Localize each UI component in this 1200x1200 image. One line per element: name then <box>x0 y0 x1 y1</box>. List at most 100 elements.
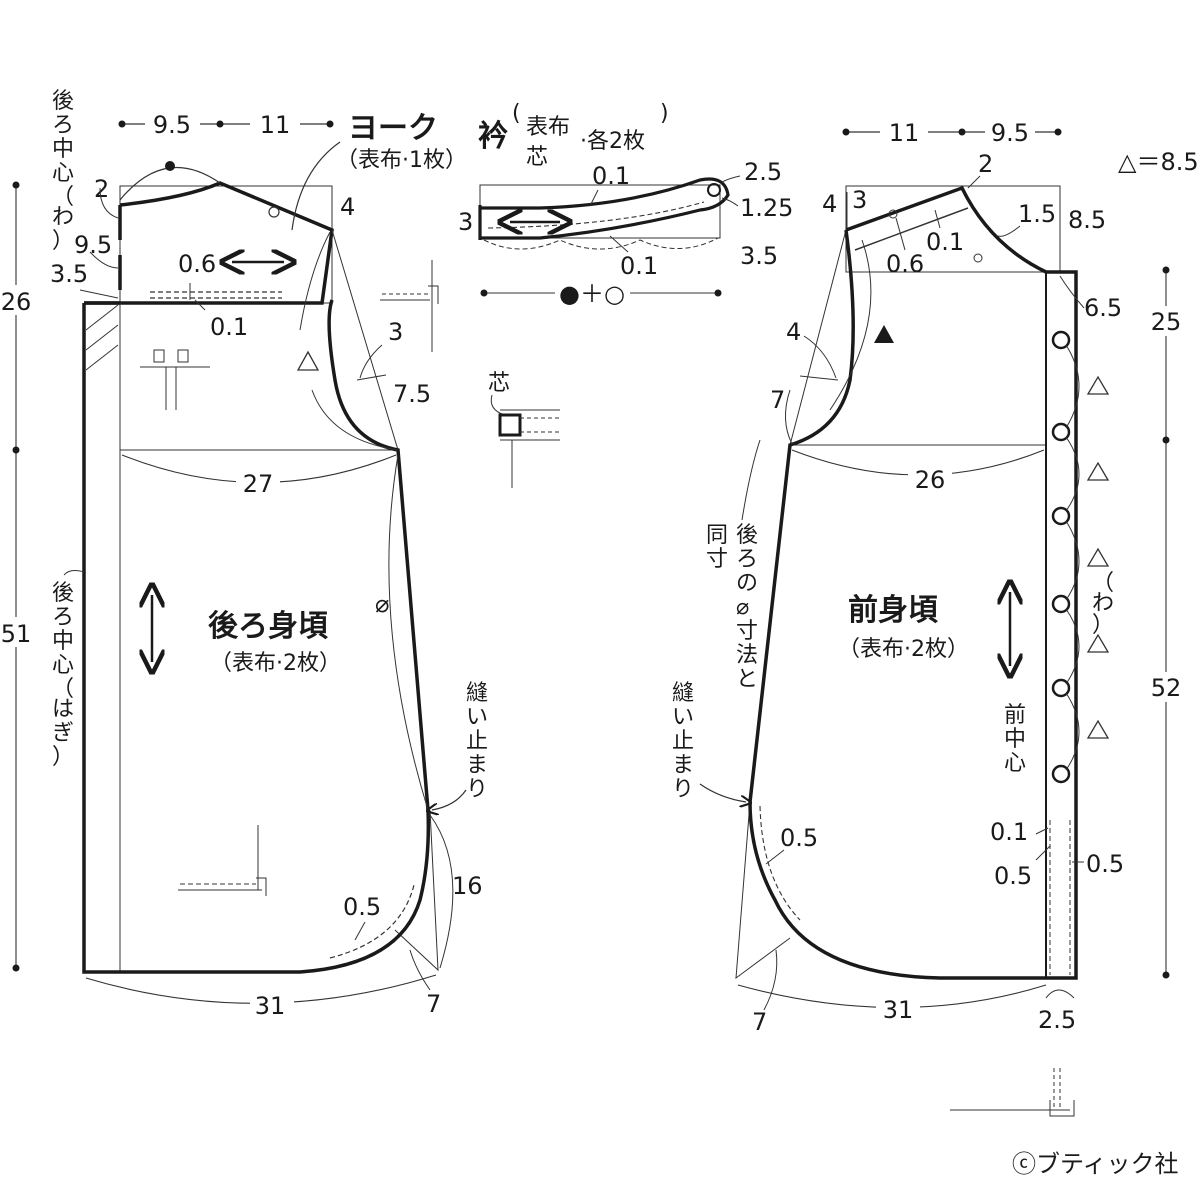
collar-title: 衿 <box>478 119 508 154</box>
back-phi: ⌀ <box>375 590 389 618</box>
front-title: 前身頃 <box>848 593 938 628</box>
triangle-mark <box>1086 547 1110 567</box>
collar-dim-height: 3.5 <box>740 242 778 270</box>
triangle-mark <box>1086 633 1110 653</box>
yoke-dim-dart: 0.6 <box>178 250 216 278</box>
collar-dim-end: 2.5 <box>744 158 782 186</box>
button-hole <box>1051 506 1071 526</box>
back-center-fold-label: 後ろ中心（わ） <box>52 89 74 254</box>
front-dim-band-width: 2.5 <box>1038 1006 1076 1034</box>
back-center-bottom-text: 後ろ中心（はぎ） <box>52 581 74 770</box>
neck-dot-mark <box>165 161 175 171</box>
back-dim-height-main: 51 <box>1 620 32 648</box>
yoke-guide-box <box>119 185 333 304</box>
back-stop-label: 縫い止まり <box>466 681 488 802</box>
front-fold-label: （わ） <box>1092 571 1114 638</box>
yoke-dim-left: 9.5 <box>153 111 191 139</box>
collar-line2: 芯 <box>526 145 548 170</box>
front-dim-armhole-a: 4 <box>786 318 801 346</box>
yoke-dim-shoulder: 4 <box>340 193 355 221</box>
front-dim-band-stitch-b: 0.5 <box>994 862 1032 890</box>
front-sub: （表布·2枚） <box>838 637 969 662</box>
svg-text:): ) <box>660 101 669 126</box>
yoke-circle-mark <box>268 206 280 218</box>
triangle-mark <box>1086 375 1110 395</box>
front-dim-stitch1: 0.1 <box>926 228 964 256</box>
collar-outline <box>480 177 730 240</box>
hem-fold-icon <box>178 825 267 896</box>
back-sub: （表布·2枚） <box>210 651 341 676</box>
front-dim-height-top: 25 <box>1151 308 1182 336</box>
back-dim-hem-corner: 7 <box>426 990 441 1018</box>
front-dim-neck-slope: 1.5 <box>1018 200 1056 228</box>
yoke-dim-neck-drop: 2 <box>94 175 109 203</box>
front-body-outline <box>748 185 1078 980</box>
triangle-mark <box>1086 719 1110 739</box>
back-body-piece: 後ろ身頃 （表布·2枚） 27 3 7.5 ⌀ 縫い止まり 16 0.5 31 … <box>1 181 488 1020</box>
copyright: ⓒブティック社 <box>1012 1150 1179 1178</box>
band-fold-icon <box>950 1068 1075 1117</box>
back-dim-armhole-side: 7.5 <box>393 380 431 408</box>
yoke-title: ヨーク <box>348 111 438 146</box>
front-dim-neck-right: 8.5 <box>1068 206 1106 234</box>
back-dim-curve: 16 <box>452 872 483 900</box>
svg-text:(: ( <box>512 101 521 126</box>
front-dim-hem-corner: 7 <box>752 1008 767 1036</box>
triangle-mark <box>1086 461 1110 481</box>
front-dim-dart: 0.6 <box>886 250 924 278</box>
yoke-outline <box>84 181 334 305</box>
back-dim-hem-stitch: 0.5 <box>343 893 381 921</box>
triangle-note: △＝8.5 <box>1118 148 1199 176</box>
yoke-piece: 9.5 11 ヨーク （表布·1枚） 2 9.5 3.5 4 0.6 0.1 <box>50 110 467 341</box>
front-dim-band-stitch-c: 0.5 <box>1086 850 1124 878</box>
front-dim-shoulder-b: 3 <box>852 186 867 214</box>
front-body-piece: （わ） 前中心 前身頃 （表布·2枚） 11 9.5 2 4 3 1.5 8.5… <box>672 118 1199 1036</box>
button-hole <box>1051 422 1071 442</box>
collar-dim-left: 3 <box>458 208 473 236</box>
yoke-dim-stitch: 0.1 <box>210 313 248 341</box>
front-dim-armhole-b: 7 <box>770 386 785 414</box>
front-dim-top-left: 11 <box>889 119 920 147</box>
front-dim-height-main: 52 <box>1151 674 1182 702</box>
back-dim-height-top: 26 <box>1 288 32 316</box>
front-stop-label: 縫い止まり <box>672 681 694 802</box>
back-dim-width: 27 <box>243 470 274 498</box>
front-dim-neck: 2 <box>978 150 993 178</box>
back-center-top-text: 後ろ中心（わ） <box>52 89 74 254</box>
yoke-fold-icon <box>380 260 439 352</box>
back-triangle-mark <box>296 350 320 371</box>
back-title: 後ろ身頃 <box>208 609 328 644</box>
front-dim-top-right: 9.5 <box>991 119 1029 147</box>
back-dim-armhole-depth: 3 <box>388 318 403 346</box>
front-dim-hem: 31 <box>883 996 914 1024</box>
front-filled-triangle <box>874 325 894 343</box>
front-center-label: 前中心 <box>1004 703 1026 776</box>
front-dim-hem-stitch: 0.5 <box>780 824 818 852</box>
interfacing-detail: 芯 <box>488 371 560 488</box>
collar-dim-round: 1.25 <box>740 194 793 222</box>
yoke-dim-right: 11 <box>260 111 291 139</box>
front-dim-band-stitch-a: 0.1 <box>990 818 1028 846</box>
button-hole <box>1051 594 1071 614</box>
back-dim-hem: 31 <box>255 992 286 1020</box>
collar-dim-bottom: 0.1 <box>620 252 658 280</box>
collar-dim-top: 0.1 <box>592 162 630 190</box>
interfacing-label: 芯 <box>488 371 510 396</box>
yoke-dim-neck-side: 9.5 <box>74 231 112 259</box>
collar-measure: ●＋○ <box>559 280 625 308</box>
collar-piece: 衿 ( 表布 芯 ·各2枚 ) 0.1 2.5 1.25 3 0.1 3.5 ●… <box>458 101 793 308</box>
button-hole <box>1051 678 1071 698</box>
yoke-sub: （表布·1枚） <box>336 148 467 173</box>
button-hole <box>1051 764 1071 784</box>
collar-line1: 表布 <box>526 115 570 140</box>
front-dim-shoulder: 4 <box>822 190 837 218</box>
front-dim-band-top: 6.5 <box>1084 294 1122 322</box>
front-dim-width: 26 <box>915 466 946 494</box>
front-same-size-a: 後ろの⌀寸法と <box>736 523 758 692</box>
button-hole <box>1051 330 1071 350</box>
yoke-neck-guide <box>119 166 221 201</box>
collar-each: ·各2枚 <box>580 129 645 154</box>
pleat-icon <box>140 349 210 410</box>
